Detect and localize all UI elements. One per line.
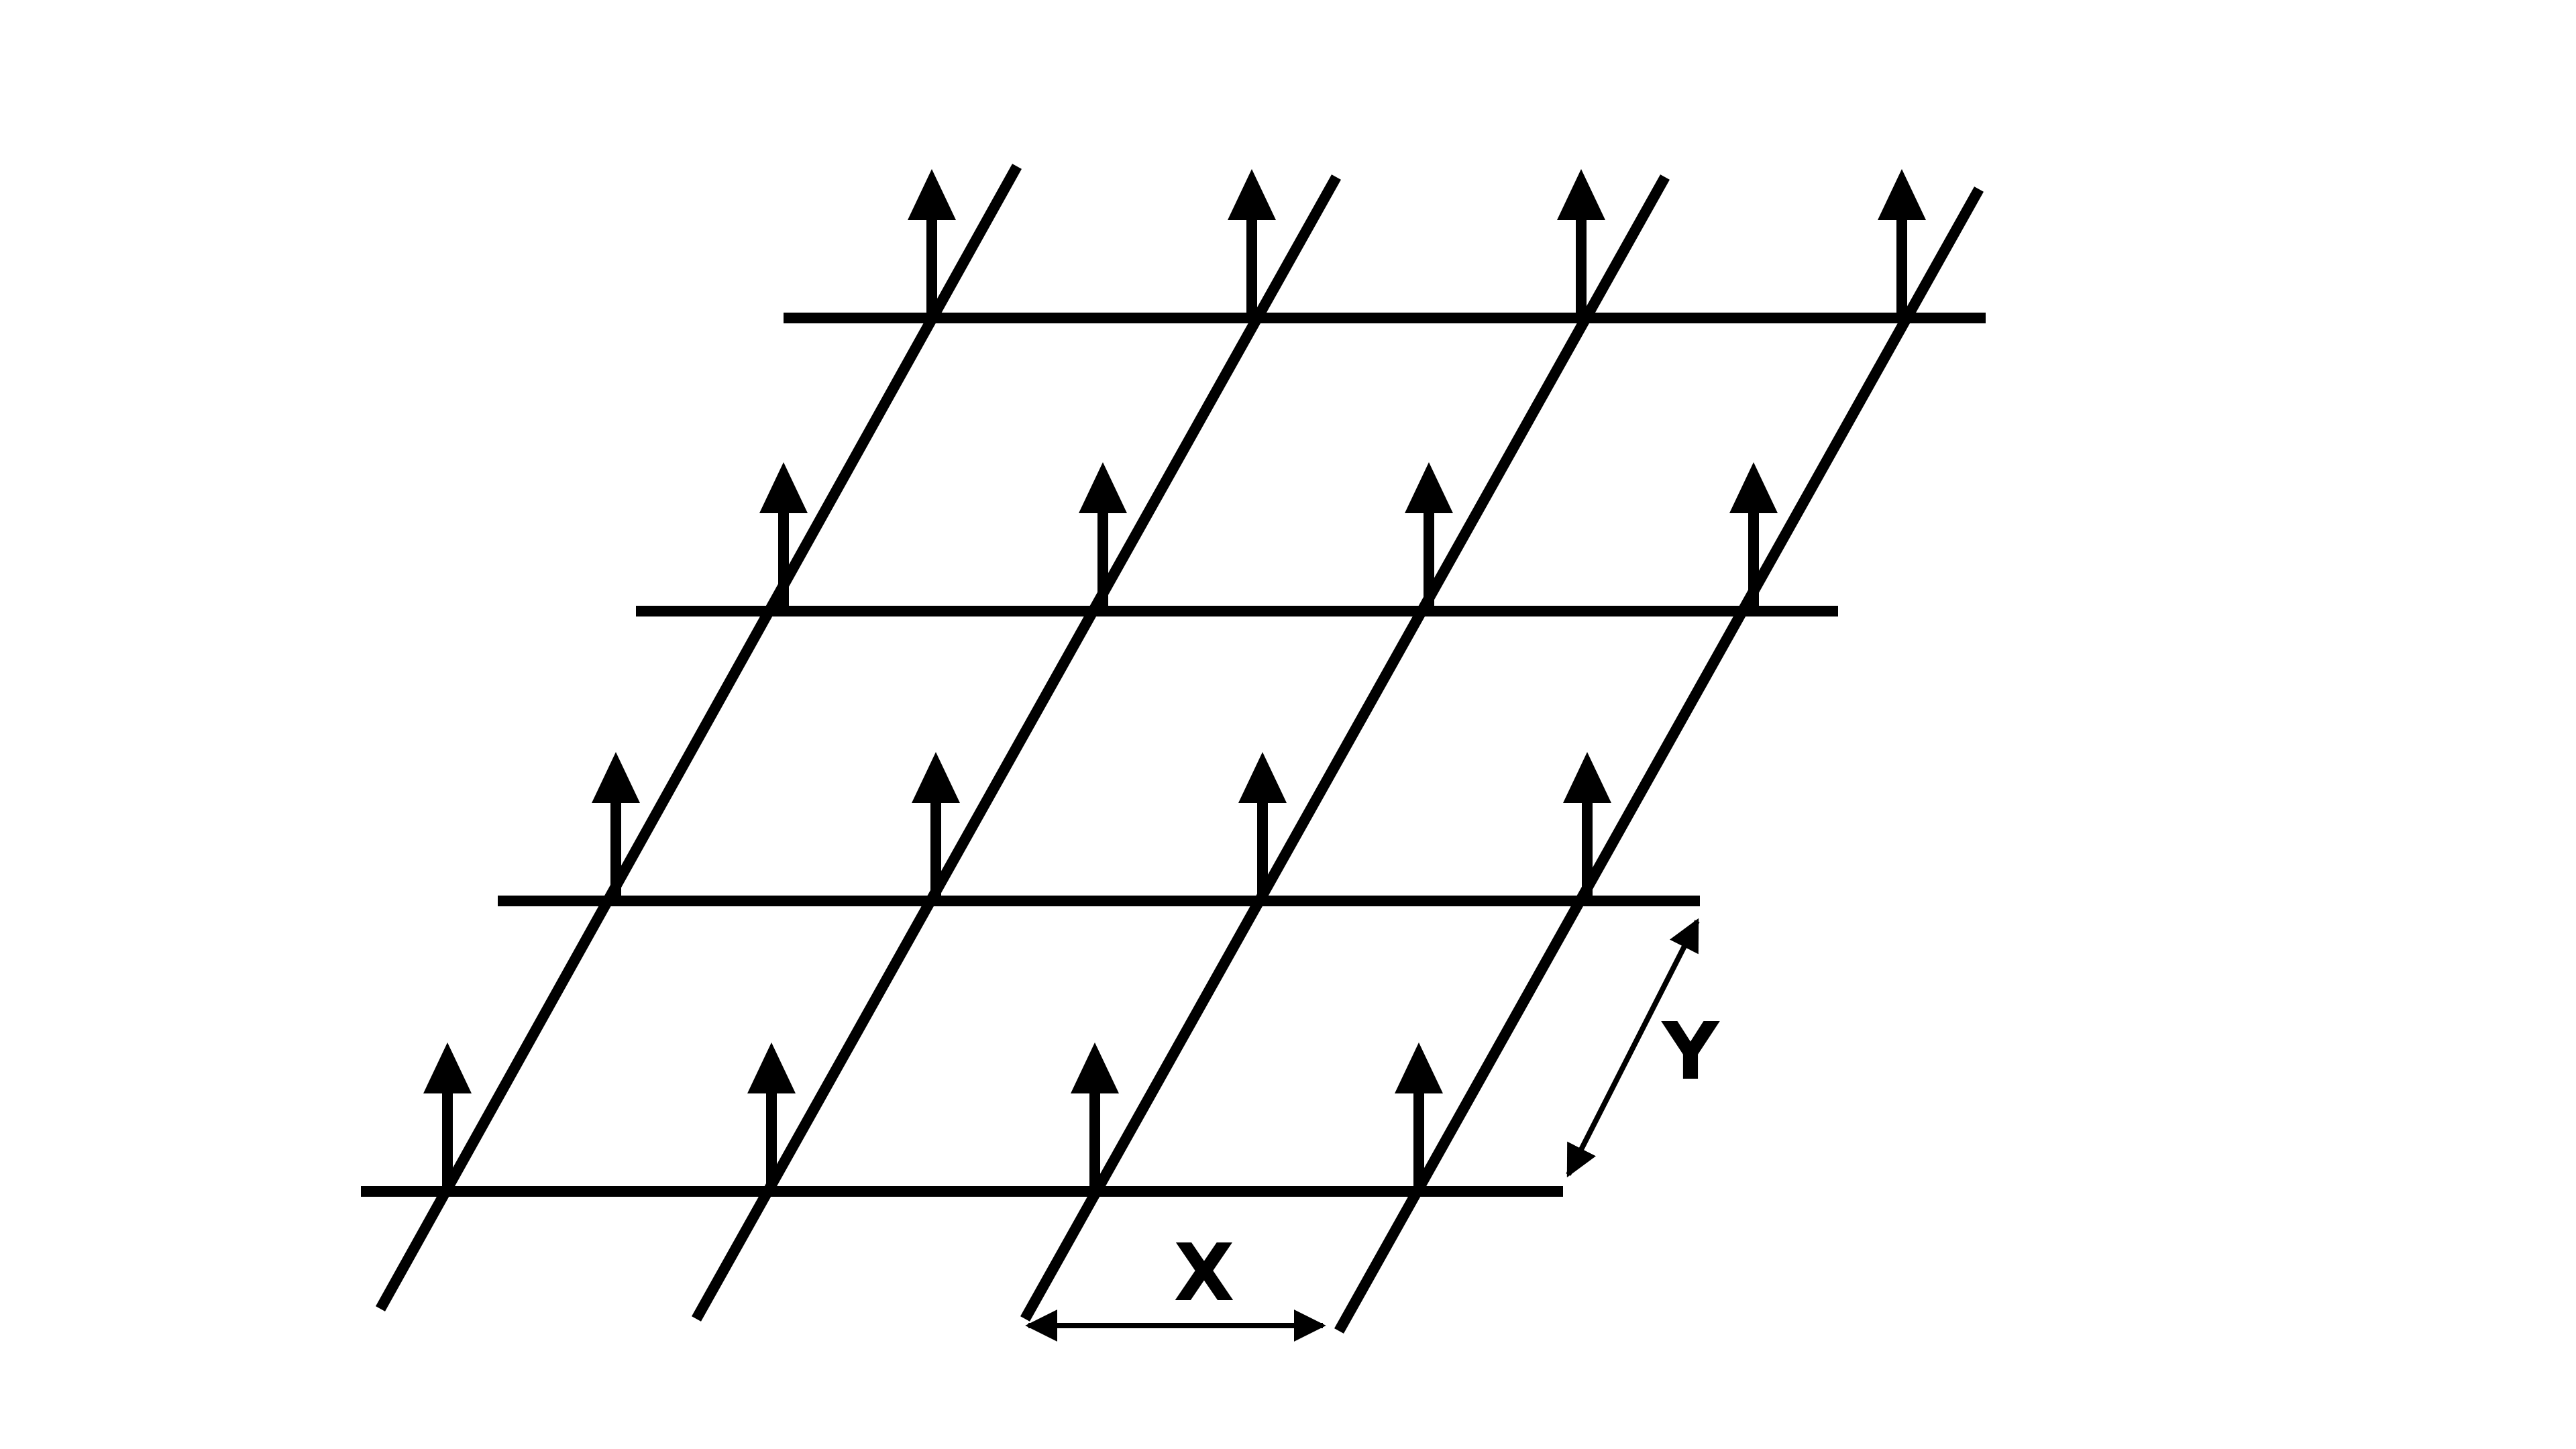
y-label: Y xyxy=(1660,1005,1720,1097)
y-dimension: Y xyxy=(1566,918,1720,1178)
y-dimension-arrow xyxy=(1566,918,1700,1178)
vertical-arrows xyxy=(423,169,1926,1191)
up-arrow-r3-c3 xyxy=(1405,462,1453,611)
up-arrow-r3-c4 xyxy=(1729,462,1778,611)
up-arrow-r2-c3 xyxy=(1238,752,1287,901)
up-arrow-r4-c4 xyxy=(1878,169,1926,318)
up-arrow-r2-c2 xyxy=(912,752,960,901)
x-dimension: X xyxy=(1025,1226,1326,1342)
up-arrow-r1-c3 xyxy=(1071,1042,1119,1191)
up-arrow-r1-c4 xyxy=(1395,1042,1443,1191)
up-arrow-r3-c2 xyxy=(1079,462,1127,611)
up-arrow-r4-c1 xyxy=(908,169,956,318)
up-arrow-r1-c1 xyxy=(423,1042,472,1191)
horizontal-lines xyxy=(361,313,1986,1197)
diagonal-line-2 xyxy=(692,174,1341,1322)
diagonal-lines xyxy=(376,164,1984,1334)
x-label: X xyxy=(1174,1226,1235,1319)
up-arrow-r2-c1 xyxy=(592,752,640,901)
diagonal-line-1 xyxy=(376,164,1022,1311)
up-arrow-r4-c2 xyxy=(1228,169,1276,318)
up-arrow-r1-c2 xyxy=(747,1042,796,1191)
diagonal-line-4 xyxy=(1334,186,1984,1334)
up-arrow-r2-c4 xyxy=(1563,752,1611,901)
up-arrow-r4-c3 xyxy=(1557,169,1605,318)
diagonal-line-3 xyxy=(1020,174,1670,1322)
up-arrow-r3-c1 xyxy=(759,462,808,611)
